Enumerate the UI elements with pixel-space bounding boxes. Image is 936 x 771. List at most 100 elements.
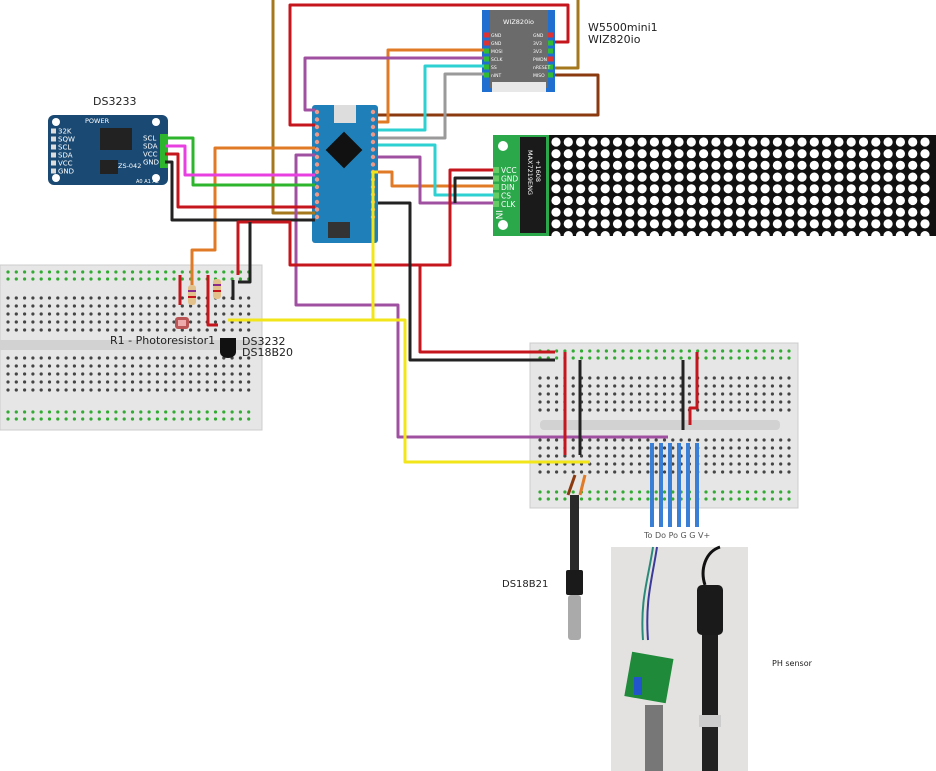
led-dot	[699, 195, 709, 206]
breadboard-hole	[114, 328, 118, 332]
breadboard-hole	[247, 364, 251, 368]
led-dot	[735, 160, 746, 170]
breadboard-hole	[247, 380, 251, 384]
led-dot	[871, 137, 881, 147]
breadboard-hole	[546, 470, 550, 474]
breadboard-hole	[39, 380, 43, 384]
breadboard-hole	[64, 410, 68, 414]
breadboard-hole	[621, 490, 625, 494]
led-dot	[846, 207, 856, 217]
breadboard-hole	[6, 417, 10, 421]
breadboard-hole	[671, 438, 675, 442]
breadboard-hole	[646, 408, 650, 412]
breadboard-hole	[72, 277, 76, 281]
breadboard-hole	[546, 408, 550, 412]
breadboard-hole	[106, 380, 110, 384]
led-dot	[723, 137, 733, 147]
ethernet-title-1: W5500mini1	[588, 21, 658, 34]
breadboard-hole	[23, 312, 27, 316]
breadboard-hole	[189, 410, 193, 414]
breadboard-hole	[704, 384, 708, 388]
breadboard-hole	[654, 470, 658, 474]
breadboard-hole	[613, 384, 617, 388]
led-dot	[588, 219, 598, 229]
breadboard-hole	[31, 388, 35, 392]
led-dot	[871, 195, 881, 206]
led-dot	[625, 207, 635, 217]
breadboard-hole	[238, 296, 242, 300]
breadboard-hole	[247, 312, 251, 316]
led-dot	[785, 231, 795, 241]
breadboard-hole	[638, 349, 642, 353]
breadboard-hole	[122, 296, 126, 300]
breadboard-hole	[613, 462, 617, 466]
led-dot	[649, 160, 660, 170]
breadboard-hole	[14, 372, 18, 376]
nano-pin	[314, 132, 320, 137]
led-dot	[723, 219, 733, 229]
breadboard-hole	[81, 312, 85, 316]
breadboard-hole	[247, 304, 251, 308]
breadboard-hole	[662, 454, 667, 458]
breadboard-hole	[230, 364, 234, 368]
led-dot	[760, 172, 770, 182]
breadboard-hole	[604, 408, 609, 412]
breadboard-hole	[81, 270, 85, 274]
matrix-pin-label: CS	[501, 192, 511, 201]
breadboard-hole	[737, 438, 741, 442]
led-dot	[600, 207, 610, 217]
breadboard-hole	[588, 438, 592, 442]
led-dot	[600, 195, 610, 206]
breadboard-hole	[629, 408, 633, 412]
breadboard-hole	[704, 454, 708, 458]
nano-pin	[314, 214, 320, 220]
led-dot	[920, 172, 930, 182]
led-dot	[686, 184, 696, 194]
led-dot	[662, 184, 672, 194]
led-dot	[871, 219, 881, 229]
led-dot	[588, 207, 598, 217]
breadboard-hole	[538, 446, 542, 450]
led-dot	[760, 219, 770, 229]
breadboard-hole	[696, 438, 700, 442]
nano-pin	[370, 147, 376, 152]
breadboard-hole	[737, 356, 741, 360]
breadboard-hole	[662, 384, 667, 388]
breadboard-hole	[762, 454, 766, 458]
breadboard-hole	[23, 388, 27, 392]
breadboard-hole	[621, 446, 625, 450]
breadboard-hole	[23, 277, 27, 281]
breadboard-hole	[172, 417, 176, 421]
nano-pin	[314, 184, 320, 190]
breadboard-hole	[779, 454, 783, 458]
led-dot	[711, 184, 721, 194]
breadboard-hole	[604, 376, 609, 380]
breadboard-hole	[114, 388, 118, 392]
breadboard-hole	[114, 270, 118, 274]
breadboard-hole	[571, 349, 575, 353]
breadboard-hole	[762, 356, 766, 360]
led-dot	[883, 195, 893, 206]
breadboard-hole	[555, 392, 559, 396]
breadboard-hole	[130, 277, 135, 281]
breadboard-hole	[139, 304, 143, 308]
breadboard-hole	[106, 372, 110, 376]
breadboard-hole	[89, 380, 93, 384]
black-wire	[378, 201, 555, 362]
led-dot	[809, 137, 819, 147]
led-dot	[809, 184, 819, 194]
breadboard-hole	[180, 364, 184, 368]
breadboard-hole	[72, 304, 76, 308]
breadboard-hole	[139, 388, 143, 392]
breadboard-hole	[646, 470, 650, 474]
breadboard-hole	[106, 312, 110, 316]
breadboard-hole	[779, 470, 783, 474]
led-dot	[637, 160, 647, 170]
temp-sensor-label-2: DS18B20	[242, 346, 293, 359]
breadboard-hole	[745, 438, 750, 442]
breadboard-hole	[147, 417, 151, 421]
breadboard-hole	[646, 400, 650, 404]
breadboard-hole	[106, 356, 110, 360]
breadboard-hole	[164, 410, 168, 414]
